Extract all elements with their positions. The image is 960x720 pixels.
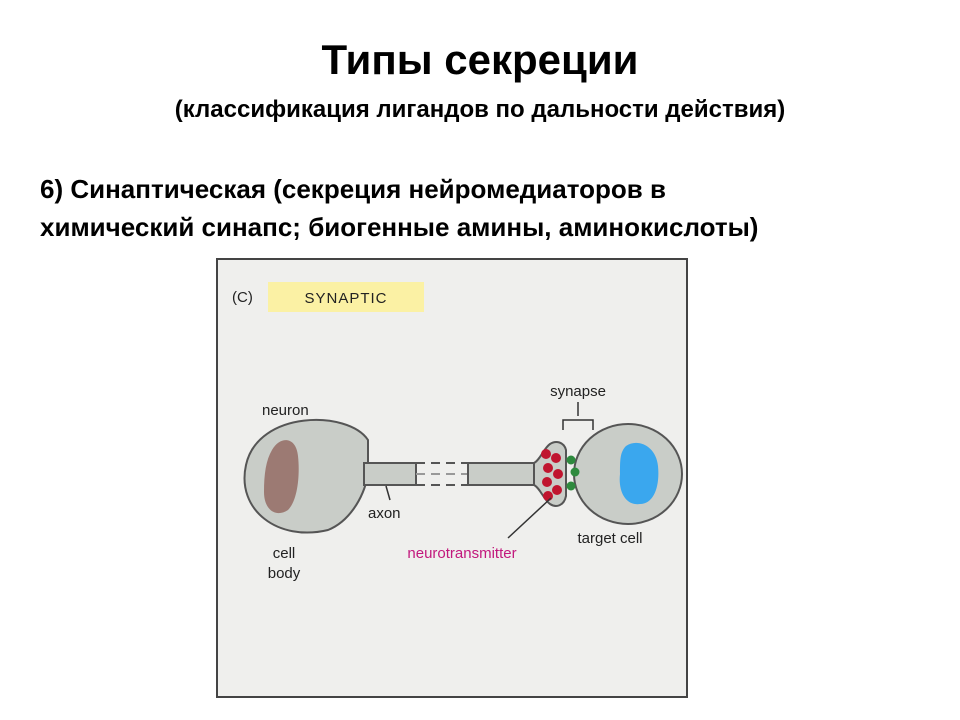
- bullet-line-2: химический синапс; биогенные амины, амин…: [40, 212, 759, 242]
- axon-segment-left: [363, 462, 417, 486]
- synaptic-diagram: (C) SYNAPTIC synapse: [216, 258, 688, 698]
- bullet-line-1: 6) Синаптическая (секреция нейромедиатор…: [40, 174, 666, 204]
- axon-segment-right: [467, 462, 537, 486]
- receptor: [570, 467, 580, 477]
- synapse-label: synapse: [550, 383, 606, 400]
- vesicle: [543, 463, 553, 473]
- vesicle: [553, 469, 563, 479]
- slide-subtitle: (классификация лигандов по дальности дей…: [174, 96, 786, 123]
- slide-title: Типы секреции: [321, 36, 639, 83]
- neuron-label: neuron: [262, 402, 309, 419]
- vesicle: [542, 477, 552, 487]
- axon-pointer: [385, 485, 391, 501]
- cell-body-label-line2: body: [268, 565, 301, 582]
- synaptic-diagram-svg: (C) SYNAPTIC synapse: [232, 282, 683, 582]
- cell-body-label-line1: cell: [273, 545, 296, 562]
- axon-label: axon: [368, 505, 401, 522]
- vesicle: [552, 485, 562, 495]
- receptor: [566, 481, 576, 491]
- vesicle: [543, 491, 553, 501]
- synapse-bracket: [562, 419, 594, 430]
- neuron-body-shape: [243, 418, 369, 534]
- neuron-nucleus: [264, 440, 299, 514]
- neurotransmitter-pointer: [507, 497, 552, 539]
- receptor: [566, 455, 576, 465]
- vesicle: [551, 453, 561, 463]
- panel-letter: (C): [232, 289, 253, 306]
- panel-title-box: [268, 282, 424, 312]
- vesicle: [541, 449, 551, 459]
- neurotransmitter-label: neurotransmitter: [407, 545, 516, 562]
- target-cell-label: target cell: [577, 530, 642, 547]
- panel-title: SYNAPTIC: [304, 290, 387, 307]
- target-nucleus: [619, 442, 659, 505]
- bullet-point: 6) Синаптическая (секреция нейромедиатор…: [40, 170, 940, 246]
